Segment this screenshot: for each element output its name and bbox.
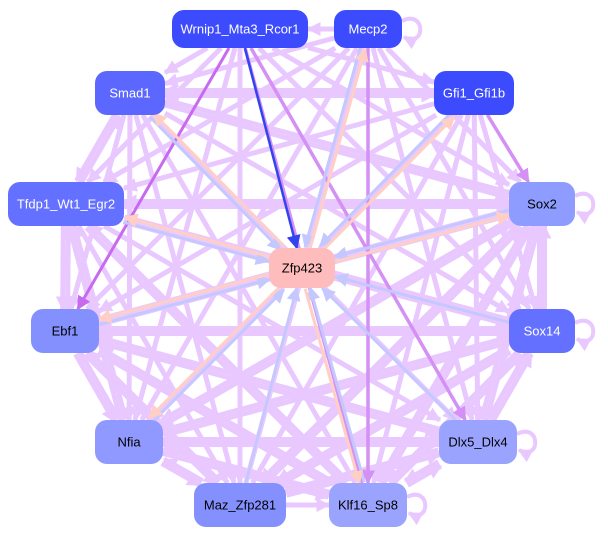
node-box[interactable]	[334, 10, 402, 48]
edge-gfi1-to-zfp423	[318, 112, 452, 248]
node-maz[interactable]: Maz_Zfp281	[194, 483, 286, 527]
edge-gfi1-to-tfdp1	[122, 101, 435, 192]
edge-wrnip-to-zfp423	[243, 47, 301, 250]
node-nfia[interactable]: Nfia	[95, 420, 163, 464]
node-mecp2[interactable]: Mecp2	[334, 10, 402, 48]
self-loop-mecp2	[401, 16, 423, 50]
node-smad1[interactable]: Smad1	[95, 71, 165, 115]
node-klf16[interactable]: Klf16_Sp8	[329, 483, 407, 527]
node-label: Mecp2	[348, 22, 387, 37]
node-box[interactable]	[8, 182, 124, 226]
node-zfp423[interactable]: Zfp423	[269, 248, 335, 288]
edge-maz-to-nfia	[162, 456, 204, 483]
edge-tfdp1-to-smad1	[78, 114, 122, 185]
edge-zfp423-to-ebf1	[97, 272, 269, 324]
node-label: Ebf1	[52, 324, 79, 339]
self-loops-layer	[401, 16, 596, 526]
edge-klf16-to-sox2	[380, 226, 534, 486]
node-box[interactable]	[269, 248, 335, 288]
node-label: Sox2	[527, 197, 557, 212]
edge-sox14-to-zfp423	[333, 273, 510, 324]
node-sox14[interactable]: Sox14	[509, 309, 575, 353]
edge-klf16-to-tfdp1	[88, 222, 350, 484]
edge-dlx5-to-sox14	[490, 353, 534, 423]
node-box[interactable]	[329, 483, 407, 527]
edge-zfp423-to-nfia	[148, 285, 282, 420]
node-box[interactable]	[509, 309, 575, 353]
node-label: Maz_Zfp281	[204, 498, 276, 513]
node-box[interactable]	[172, 10, 308, 48]
node-label: Tfdp1_Wt1_Egr2	[17, 197, 115, 212]
edge-smad1-to-sox14	[163, 111, 511, 315]
self-loop-klf16	[406, 492, 428, 526]
node-box[interactable]	[194, 483, 286, 527]
node-label: Smad1	[109, 86, 150, 101]
edge-wrnip-to-ebf1	[76, 47, 231, 311]
node-label: Gfi1_Gfi1b	[443, 86, 505, 101]
edge-tfdp1-to-ebf1	[55, 225, 70, 311]
edge-dlx5-to-zfp423	[321, 286, 457, 422]
edge-smad1-to-zfp423	[148, 115, 282, 251]
node-box[interactable]	[95, 71, 165, 115]
edge-nfia-to-ebf1	[77, 350, 121, 420]
edge-zfp423-to-klf16	[303, 288, 363, 486]
node-dlx5[interactable]: Dlx5_Dlx4	[439, 420, 517, 464]
edge-klf16-to-nfia	[162, 444, 331, 495]
self-loop-sox2	[574, 191, 596, 225]
edge-mecp2-to-zfp423	[301, 46, 362, 249]
edge-zfp423-to-gfi1	[322, 115, 456, 251]
node-label: Klf16_Sp8	[338, 498, 398, 513]
self-loop-dlx5	[516, 429, 538, 463]
edge-maz-to-zfp423	[244, 286, 301, 484]
edge-zfp423-to-mecp2	[308, 47, 369, 250]
edge-gfi1-to-sox2	[485, 114, 531, 184]
edge-ebf1-to-zfp423	[99, 275, 271, 326]
self-loop-sox14	[574, 318, 596, 352]
edge-zfp423-to-smad1	[152, 112, 286, 248]
edge-zfp423-to-sox2	[335, 211, 511, 264]
edge-klf16-to-ebf1	[98, 346, 333, 483]
node-label: Wrnip1_Mta3_Rcor1	[181, 22, 300, 37]
node-label: Nfia	[117, 435, 141, 450]
edge-klf16-to-zfp423	[306, 285, 366, 483]
node-box[interactable]	[509, 182, 575, 226]
node-label: Dlx5_Dlx4	[448, 435, 507, 450]
node-ebf1[interactable]: Ebf1	[31, 309, 99, 353]
edge-klf16-to-dlx5	[406, 464, 443, 488]
edge-zfp423-to-tfdp1	[123, 213, 271, 259]
node-box[interactable]	[31, 309, 99, 353]
edge-sox2-to-zfp423	[333, 208, 509, 261]
edge-gfi1-to-ebf1	[97, 112, 438, 314]
node-label: Sox14	[524, 324, 561, 339]
edge-dlx5-to-klf16	[403, 459, 440, 483]
node-label: Zfp423	[282, 261, 322, 276]
node-sox2[interactable]: Sox2	[509, 182, 575, 226]
edge-wrnip-to-dlx5	[249, 47, 467, 422]
edges-layer	[55, 22, 552, 512]
node-box[interactable]	[439, 420, 517, 464]
edge-nfia-to-sox2	[162, 223, 512, 427]
edge-wrnip-to-smad1	[163, 45, 209, 75]
node-wrnip[interactable]: Wrnip1_Mta3_Rcor1	[172, 10, 308, 48]
node-tfdp1[interactable]: Tfdp1_Wt1_Egr2	[8, 182, 124, 226]
edge-dlx5-to-ebf1	[98, 334, 441, 432]
edge-maz-to-sox14	[278, 350, 512, 488]
node-box[interactable]	[434, 71, 514, 115]
edge-nfia-to-zfp423	[151, 288, 285, 423]
edge-tfdp1-to-zfp423	[122, 220, 270, 265]
node-box[interactable]	[95, 420, 163, 464]
edge-ebf1-to-tfdp1	[61, 224, 76, 310]
edge-sox2-to-nfia	[160, 218, 509, 423]
edge-tfdp1-to-dlx5	[102, 223, 442, 423]
node-gfi1[interactable]: Gfi1_Gfi1b	[434, 71, 514, 115]
